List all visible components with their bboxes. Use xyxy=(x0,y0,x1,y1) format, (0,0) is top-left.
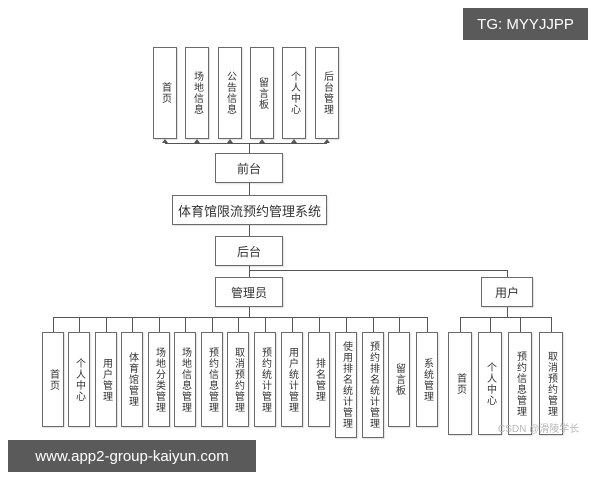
frontend-module: 场地信息 xyxy=(185,47,209,139)
frontend-module: 公告信息 xyxy=(218,47,242,139)
user-module: 取消预约管理 xyxy=(539,332,563,435)
admin-module: 系统管理 xyxy=(416,332,438,427)
connector xyxy=(373,317,374,332)
admin-module: 预约排名统计管理 xyxy=(362,332,384,438)
arrow-up-icon xyxy=(324,139,330,143)
connector xyxy=(319,317,320,332)
connector xyxy=(106,317,107,332)
connector xyxy=(132,317,133,332)
user-module: 个人中心 xyxy=(478,332,502,435)
arrow-up-icon xyxy=(162,139,168,143)
connector xyxy=(249,307,250,317)
connector xyxy=(427,317,428,332)
connector xyxy=(159,317,160,332)
arrow-up-icon xyxy=(259,139,265,143)
admin-module: 取消预约管理 xyxy=(227,332,249,427)
admin-role-node: 管理员 xyxy=(215,277,283,307)
arrow-up-icon xyxy=(194,139,200,143)
connector xyxy=(460,317,551,318)
connector xyxy=(212,317,213,332)
connector xyxy=(292,317,293,332)
connector xyxy=(249,183,250,195)
connector xyxy=(551,317,552,332)
admin-module: 体育馆管理 xyxy=(121,332,143,427)
connector xyxy=(507,307,508,317)
admin-module: 预约信息管理 xyxy=(201,332,223,427)
connector xyxy=(507,270,508,277)
connector xyxy=(249,225,250,236)
connector xyxy=(346,317,347,332)
frontend-module: 后台管理 xyxy=(315,47,339,139)
user-module: 首页 xyxy=(448,332,472,435)
tg-watermark: TG: MYYJJPP xyxy=(463,8,588,40)
admin-module: 使用排名统计管理 xyxy=(335,332,357,438)
admin-module: 留言板 xyxy=(388,332,410,427)
connector xyxy=(79,317,80,332)
site-watermark: www.app2-group-kaiyun.com xyxy=(8,440,256,472)
system-title-node: 体育馆限流预约管理系统 xyxy=(172,195,327,225)
user-module: 预约信息管理 xyxy=(508,332,532,435)
admin-module: 预约统计管理 xyxy=(254,332,276,427)
connector xyxy=(460,317,461,332)
arrow-up-icon xyxy=(291,139,297,143)
connector xyxy=(265,317,266,332)
csdn-watermark: CSDN @滑陵学长 xyxy=(498,424,580,435)
connector xyxy=(520,317,521,332)
frontend-module: 留言板 xyxy=(250,47,274,139)
admin-module: 排名管理 xyxy=(308,332,330,427)
connector xyxy=(490,317,491,332)
backend-node: 后台 xyxy=(215,236,283,266)
user-role-node: 用户 xyxy=(481,277,533,307)
connector xyxy=(399,317,400,332)
connector xyxy=(165,143,327,144)
connector xyxy=(249,266,250,277)
frontend-node: 前台 xyxy=(215,153,283,183)
connector xyxy=(238,317,239,332)
frontend-module: 首页 xyxy=(153,47,177,139)
admin-module: 场地分类管理 xyxy=(148,332,170,427)
connector xyxy=(53,317,54,332)
connector xyxy=(249,270,507,271)
admin-module: 用户统计管理 xyxy=(281,332,303,427)
admin-module: 场地信息管理 xyxy=(174,332,196,427)
admin-module: 首页 xyxy=(42,332,64,427)
connector xyxy=(249,143,250,153)
admin-module: 个人中心 xyxy=(68,332,90,427)
arrow-up-icon xyxy=(227,139,233,143)
connector xyxy=(185,317,186,332)
admin-module: 用户管理 xyxy=(95,332,117,427)
connector xyxy=(53,317,427,318)
frontend-module: 个人中心 xyxy=(282,47,306,139)
